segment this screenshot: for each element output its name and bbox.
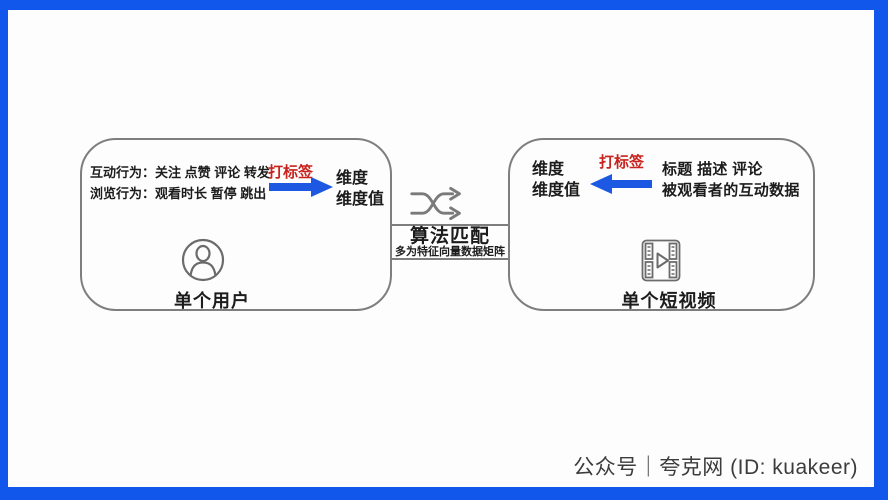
source-row-viewer-data: 被观看者的互动数据 xyxy=(662,182,800,199)
algorithm-subtitle: 多为特征向量数据矩阵 xyxy=(395,245,505,258)
arrow-left-icon xyxy=(590,174,652,194)
panel-title-user: 单个用户 xyxy=(174,291,250,311)
dimension-list: 维度 维度值 xyxy=(336,168,384,210)
dimension-line: 维度值 xyxy=(532,182,581,199)
dimension-line: 维度 xyxy=(336,170,369,187)
tagging-label: 打标签 xyxy=(599,154,645,171)
source-row-metadata: 标题 描述 评论 xyxy=(662,161,763,178)
video-panel: 维度 维度值 打标签 标题 描述 评论 被观看者的互动数据 单个短视频 xyxy=(508,138,815,311)
panel-title-video: 单个短视频 xyxy=(621,291,717,311)
tagging-label: 打标签 xyxy=(268,164,314,181)
shuffle-icon xyxy=(410,186,461,221)
algorithm-title: 算法匹配 xyxy=(409,225,490,247)
dimension-line: 维度 xyxy=(532,161,565,178)
user-icon xyxy=(181,238,225,282)
behavior-row-browsing: 浏览行为：观看时长 暂停 跳出 xyxy=(90,186,267,201)
dimension-list: 维度 维度值 xyxy=(532,159,580,201)
footer-credit: 公众号｜夸克网 (ID: kuakeer) xyxy=(573,456,858,479)
behavior-rows: 互动行为：关注 点赞 评论 转发 浏览行为：观看时长 暂停 跳出 xyxy=(90,162,270,204)
film-icon xyxy=(641,239,681,282)
user-panel: 互动行为：关注 点赞 评论 转发 浏览行为：观看时长 暂停 跳出 打标签 维度 … xyxy=(80,138,392,311)
dimension-line: 维度值 xyxy=(336,191,385,208)
behavior-row-interaction: 互动行为：关注 点赞 评论 转发 xyxy=(90,165,270,180)
algorithm-box: 算法匹配 多为特征向量数据矩阵 xyxy=(392,224,508,260)
arrow-right-icon xyxy=(269,177,333,197)
source-rows: 标题 描述 评论 被观看者的互动数据 xyxy=(662,159,800,201)
